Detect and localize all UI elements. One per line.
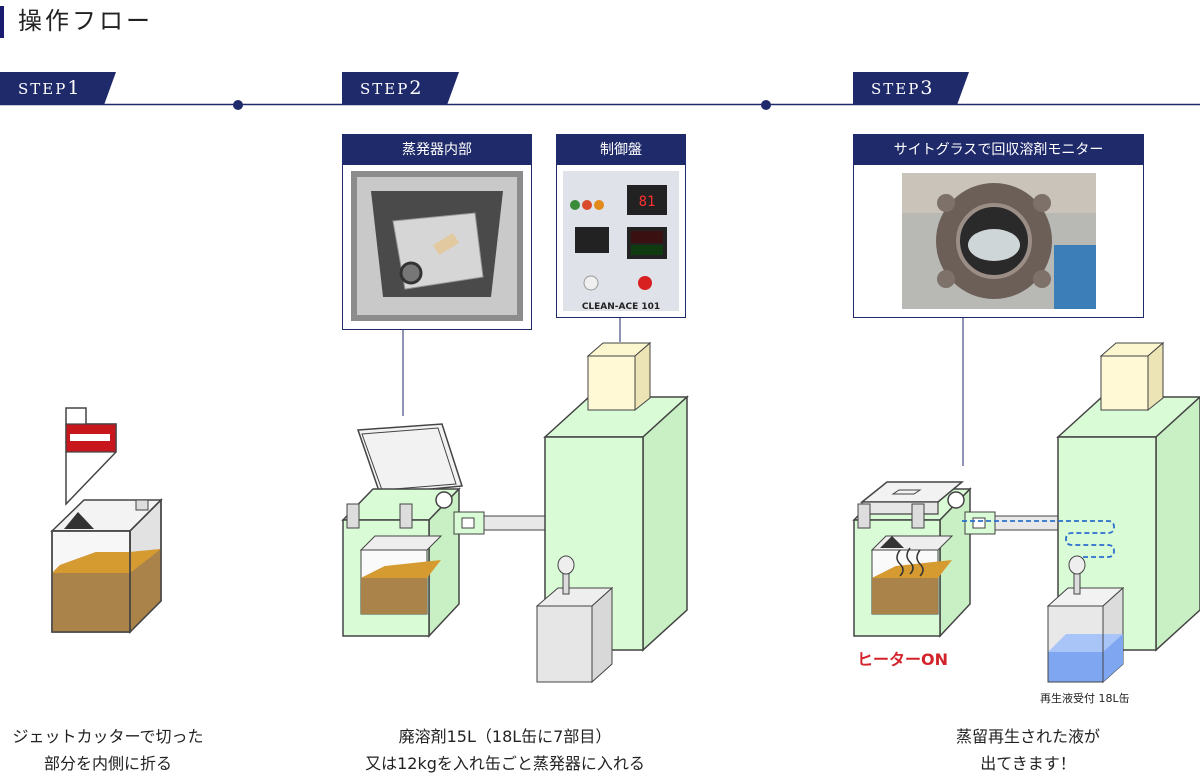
control-panel-photo-box: 制御盤 81 CLEAN-ACE 101	[556, 134, 686, 318]
step2-caption-line1: 廃溶剤15L（18L缶に7部目）	[398, 727, 612, 746]
step2-tab: STEP2	[342, 72, 421, 105]
step3-tab: STEP3	[853, 72, 932, 105]
step2-caption: 廃溶剤15L（18L缶に7部目） 又は12kgを入れ缶ごと蒸発器に入れる	[330, 723, 680, 777]
step3-caption: 蒸留再生された液が 出てきます！	[900, 723, 1156, 777]
step2-tab-shape	[342, 72, 459, 105]
step2-label: STEP	[360, 80, 410, 98]
step3-caption-line2: 出てきます！	[980, 754, 1076, 773]
step1-caption: ジェットカッターで切った 部分を内側に折る	[0, 723, 216, 777]
receiver-can-label: 再生液受付 18L缶	[1040, 692, 1130, 705]
step1-number: 1	[67, 77, 80, 99]
step3-still-illustration	[962, 341, 1200, 684]
step3-label: STEP	[871, 80, 921, 98]
step2-number: 2	[409, 77, 422, 99]
timeline-dot-2	[761, 100, 771, 110]
timeline-dot-1	[233, 100, 243, 110]
step1-caption-line1: ジェットカッターで切った	[12, 727, 204, 746]
panel-brand-text: CLEAN-ACE 101	[582, 302, 660, 312]
step3-tab-shape	[853, 72, 969, 105]
svg-text:81: 81	[639, 194, 656, 210]
step3-caption-line1: 蒸留再生された液が	[955, 727, 1100, 746]
sight-glass-photo-title: サイトグラスで回収溶剤モニター	[854, 135, 1143, 165]
step3-number: 3	[920, 77, 933, 99]
sight-glass-photo	[902, 173, 1096, 309]
step1-caption-line2: 部分を内側に折る	[43, 754, 172, 773]
step3-evaporator-illustration	[852, 481, 1059, 638]
step2-still-illustration	[535, 341, 689, 684]
step1-tab: STEP1	[0, 72, 79, 105]
step2-caption-line2: 又は12kgを入れ缶ごと蒸発器に入れる	[365, 754, 645, 773]
evaporator-photo-box: 蒸発器内部	[342, 134, 532, 330]
heater-on-label: ヒーターON	[857, 650, 948, 669]
evaporator-photo	[351, 171, 523, 321]
control-panel-photo-title: 制御盤	[557, 135, 685, 165]
page-title: 操作フロー	[0, 6, 153, 38]
control-panel-photo: 81 CLEAN-ACE 101	[563, 171, 679, 312]
step1-label: STEP	[18, 80, 68, 98]
evaporator-photo-title: 蒸発器内部	[343, 135, 531, 165]
step2-evaporator-illustration	[341, 423, 548, 638]
sight-glass-photo-box: サイトグラスで回収溶剤モニター	[853, 134, 1144, 318]
step1-tab-shape	[0, 72, 116, 105]
step1-can-illustration	[50, 407, 163, 634]
